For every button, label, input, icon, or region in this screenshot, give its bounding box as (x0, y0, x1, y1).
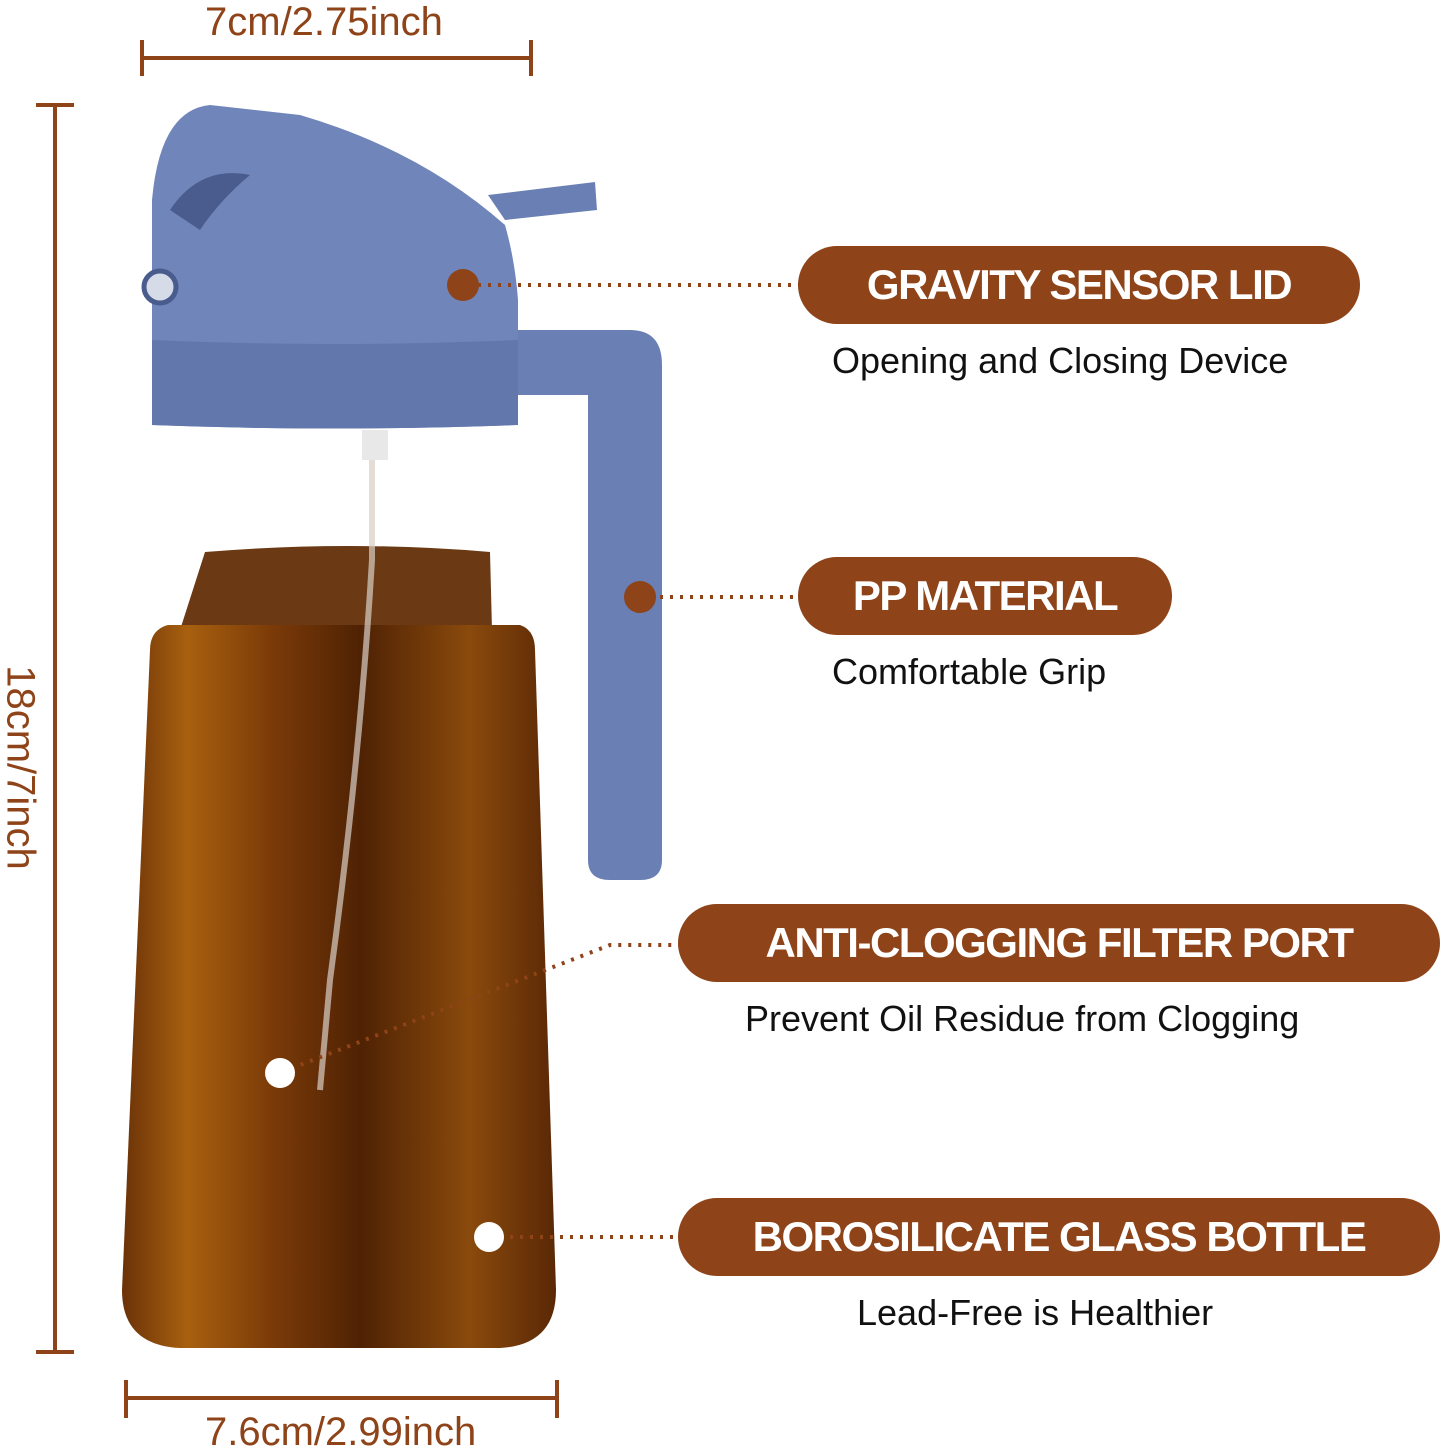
feature-subtitle-glass: Lead-Free is Healthier (857, 1292, 1214, 1333)
callout-leaders (281, 283, 800, 1239)
lid (141, 105, 597, 460)
handle (500, 330, 662, 880)
feature-title-glass: BOROSILICATE GLASS BOTTLE (678, 1198, 1440, 1276)
callout-dot-lid (447, 269, 479, 301)
callout-dot-glass (474, 1222, 504, 1252)
glass-bottle (122, 430, 556, 1348)
top-width-label: 7cm/2.75inch (205, 0, 443, 44)
feature-title-lid: GRAVITY SENSOR LID (798, 246, 1360, 324)
callout-dot-handle (624, 581, 656, 613)
dimension-lines (36, 40, 559, 1418)
feature-subtitle-lid: Opening and Closing Device (832, 340, 1289, 381)
callout-dot-filter (265, 1058, 295, 1088)
feature-subtitle-filter: Prevent Oil Residue from Clogging (745, 998, 1300, 1039)
height-label: 18cm/7inch (0, 665, 43, 870)
feature-title-material: PP MATERIAL (798, 557, 1172, 635)
feature-subtitle-material: Comfortable Grip (832, 651, 1107, 692)
bottom-width-label: 7.6cm/2.99inch (205, 1410, 477, 1451)
feature-title-filter: ANTI-CLOGGING FILTER PORT (678, 904, 1440, 982)
